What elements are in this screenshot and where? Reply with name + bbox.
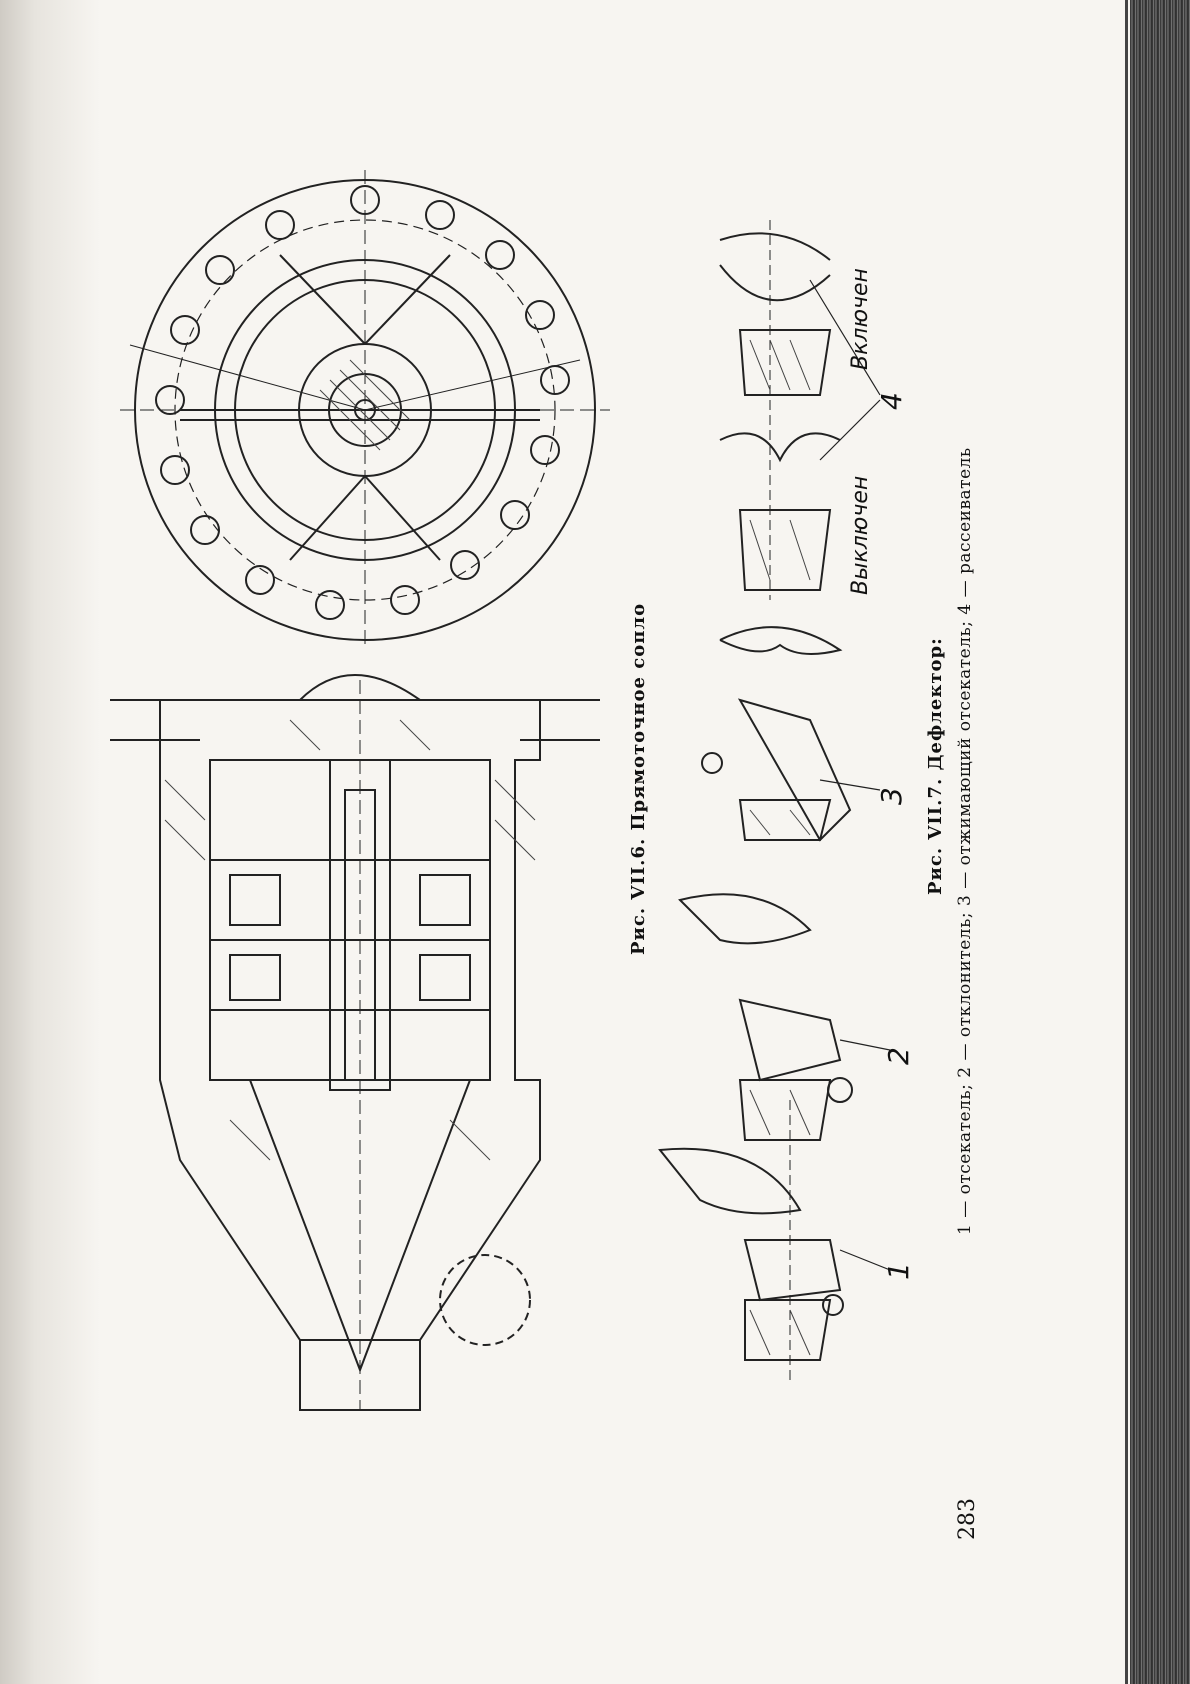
fig7-caption-title: Рис. VII.7. Дефлектор:	[925, 637, 946, 895]
callout-1: 1	[882, 1262, 915, 1280]
nozzle-section-view	[110, 675, 600, 1410]
callout-3: 3	[875, 787, 908, 805]
state-on-label: Включен	[848, 268, 873, 370]
page-number: 283	[955, 1498, 980, 1540]
callout-2: 2	[882, 1047, 915, 1065]
deflector-diagrams	[660, 220, 890, 1380]
nozzle-end-view	[120, 170, 610, 650]
fig7-legend: 1 — отсекатель; 2 — отклонитель; 3 — отж…	[955, 447, 975, 1235]
fig6-caption: Рис. VII.6. Прямоточное сопло	[628, 603, 649, 955]
callout-4: 4	[875, 392, 908, 410]
flange-bolt-holes	[156, 186, 569, 619]
state-off-label: Выключен	[848, 476, 873, 595]
